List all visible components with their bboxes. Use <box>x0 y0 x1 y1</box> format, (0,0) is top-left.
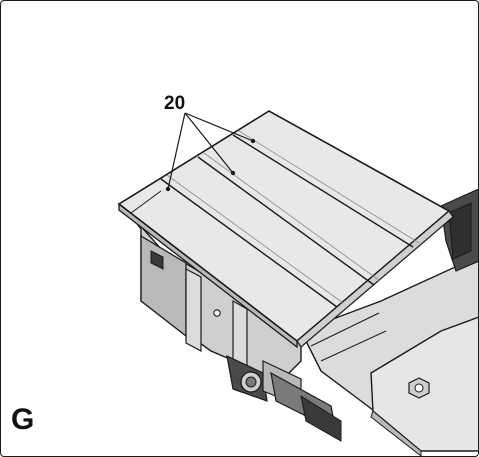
machine-body <box>300 188 478 456</box>
base-plate-support <box>122 205 342 442</box>
table-plate <box>117 110 454 349</box>
callout-label: 20 <box>164 93 185 114</box>
callout-leaders <box>167 112 254 190</box>
figure-letter: G <box>11 403 35 436</box>
callout-dots <box>165 138 256 192</box>
